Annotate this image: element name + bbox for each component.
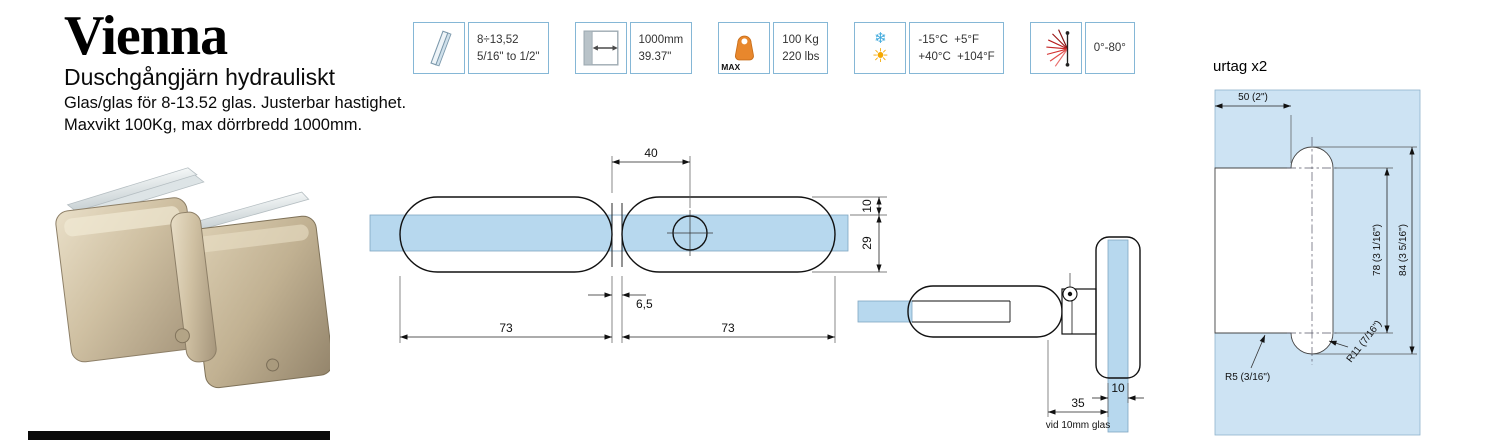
spec-max-weight: MAX 100 Kg 220 lbs [718, 22, 829, 74]
cutout-shape [1214, 146, 1334, 355]
spec-door-width: 1000mm 39.37" [574, 22, 693, 74]
glass-pane-side [857, 300, 913, 323]
front-view-dimensions: 40 10 29 6,5 73 73 [399, 146, 887, 343]
spec-temperature: ❄ ☀ -15°C +5°F +40°C +104°F [854, 22, 1004, 74]
hinge-knuckle [170, 211, 217, 363]
dim-note-label: vid 10mm glas [1046, 420, 1110, 431]
snowflake-icon: ❄ [874, 29, 887, 47]
opening-angle-icon [1029, 22, 1082, 74]
opening-angle-text: 0°-80° [1084, 22, 1135, 74]
cutout-inner-height-label: 78 (3 1/16") [1372, 224, 1383, 276]
cutout-title: urtag x2 [1213, 58, 1268, 75]
left-clamp-body [399, 196, 613, 273]
door-width-glyph [583, 30, 619, 66]
weight-glyph [735, 35, 755, 61]
temperature-cold: -15°C +5°F [918, 33, 980, 46]
dim-bottom-right-label: 73 [721, 321, 735, 335]
temperature-hot: +40°C +104°F [918, 50, 995, 63]
dim-right-upper-label: 10 [860, 199, 874, 213]
door-width-text: 1000mm 39.37" [629, 22, 693, 74]
glass-pane-vertical [1107, 239, 1129, 433]
sun-icon: ☀ [871, 45, 889, 67]
dim-glass-thickness-label: 10 [1111, 381, 1125, 395]
glass-thickness-mm: 8÷13,52 [477, 33, 519, 46]
max-weight-lbs: 220 lbs [782, 50, 820, 63]
dim-top-label: 40 [644, 146, 658, 160]
door-width-icon [574, 22, 627, 74]
glass-thickness-text: 8÷13,52 5/16" to 1/2" [468, 22, 549, 74]
photo-base-bar [28, 431, 330, 440]
vertical-plate-profile [1095, 236, 1141, 379]
clamp-profile [907, 285, 1063, 338]
spec-row: 8÷13,52 5/16" to 1/2" 1000mm 39.37" MAX [413, 22, 1135, 74]
glass-thickness-glyph [430, 30, 452, 67]
door-width-mm: 1000mm [638, 33, 684, 46]
dim-right-lower-label: 29 [860, 236, 874, 250]
glass-thickness-icon [413, 22, 465, 74]
cutout-width-label: 50 (2") [1238, 92, 1268, 103]
hinge-outlines-side [907, 236, 1141, 379]
max-badge: MAX [721, 62, 741, 72]
max-weight-kg: 100 Kg [782, 33, 819, 46]
front-view-drawing: 40 10 29 6,5 73 73 [369, 146, 887, 343]
door-width-inch: 39.37" [638, 50, 672, 63]
temperature-text: -15°C +5°F +40°C +104°F [909, 22, 1004, 74]
angle-fan-glyph [1045, 29, 1070, 67]
right-clamp-body [621, 196, 836, 273]
hinge-body [55, 167, 334, 389]
glass-thickness-inch: 5/16" to 1/2" [477, 50, 540, 63]
product-photo [28, 140, 334, 440]
product-description-line1: Glas/glas för 8-13.52 glas. Justerbar ha… [64, 94, 407, 113]
dim-offset-label: 35 [1071, 396, 1085, 410]
product-description-line2: Maxvikt 100Kg, max dörrbredd 1000mm. [64, 116, 363, 135]
radius-small-label: R5 (3/16") [1225, 372, 1270, 383]
dim-gap-label: 6,5 [636, 297, 653, 311]
opening-angle-value: 0°-80° [1093, 42, 1126, 54]
cutout-outer-height-label: 84 (3 5/16") [1398, 224, 1409, 276]
spec-glass-thickness: 8÷13,52 5/16" to 1/2" [413, 22, 549, 74]
hinge-render [28, 167, 334, 440]
max-weight-icon: MAX [718, 22, 771, 74]
temperature-icon: ❄ ☀ [854, 22, 907, 74]
side-view-dimensions: 10 35 vid 10mm glas [1046, 340, 1144, 431]
product-subtitle: Duschgångjärn hydrauliskt [64, 64, 336, 91]
product-title: Vienna [64, 5, 228, 67]
cutout-drawing: 50 (2") 78 (3 1/16") 84 (3 5/16") R5 (3/… [1214, 89, 1421, 436]
dim-bottom-left-label: 73 [499, 321, 513, 335]
max-weight-text: 100 Kg 220 lbs [773, 22, 829, 74]
product-header: Vienna Duschgångjärn hydrauliskt Glas/gl… [64, 5, 407, 135]
hinge-outlines-front [399, 196, 836, 273]
side-view-drawing: 10 35 vid 10mm glas [857, 236, 1144, 433]
spec-opening-angle: 0°-80° [1029, 22, 1135, 74]
